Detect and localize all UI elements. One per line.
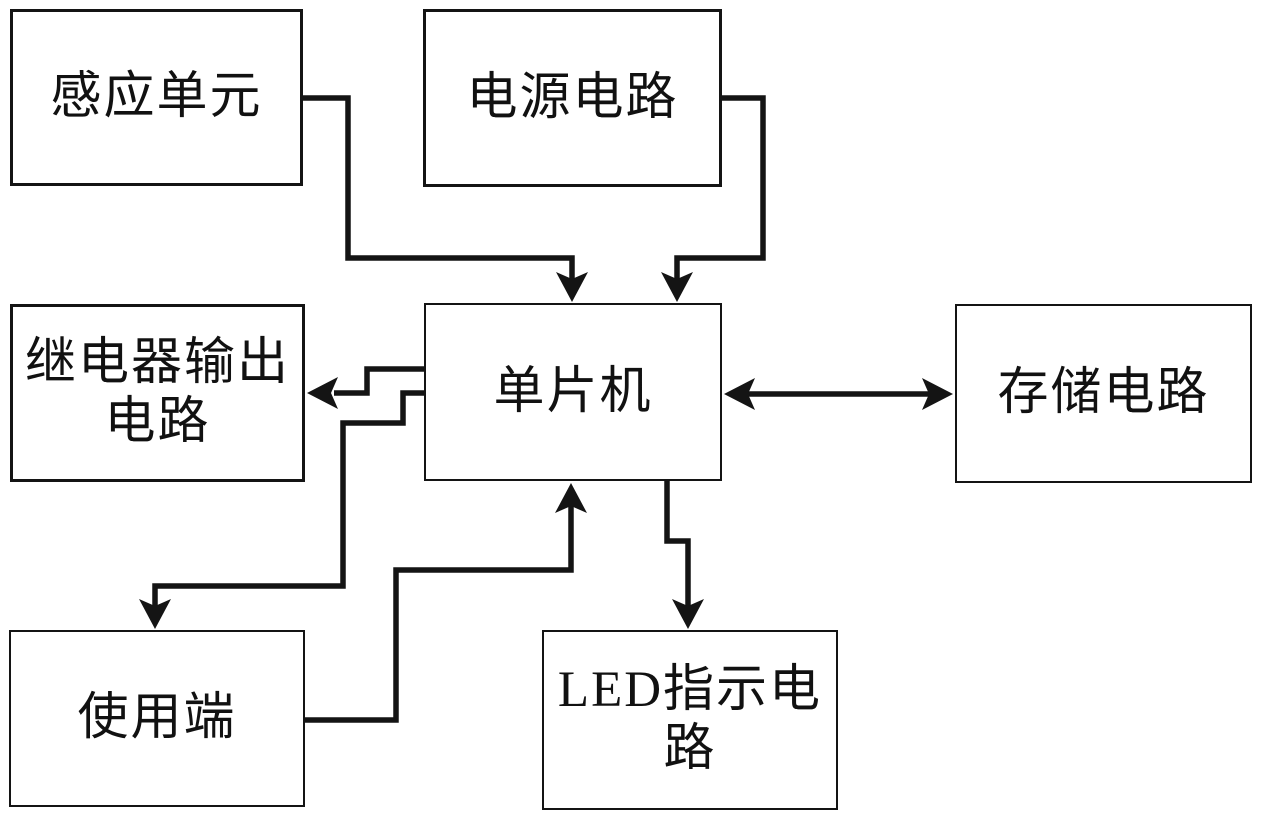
edge-mcu-storage-right-arrowhead-icon <box>922 378 953 410</box>
node-storage-circuit-label: 存储电路 <box>997 365 1210 422</box>
edge-user-to-mcu-arrowhead-icon <box>555 483 587 513</box>
edge-mcu-storage-left-arrowhead-icon <box>724 378 755 410</box>
edge-mcu-to-user <box>139 390 424 629</box>
node-sensing-unit: 感应单元 <box>10 9 303 186</box>
edge-mcu-to-relay-path <box>334 366 424 396</box>
edge-user-to-mcu <box>305 483 587 723</box>
node-mcu: 单片机 <box>424 303 722 481</box>
edge-power-to-mcu-arrowhead-icon <box>661 272 693 302</box>
edge-power-to-mcu <box>661 95 766 302</box>
edge-mcu-to-led <box>664 481 704 629</box>
edge-mcu-to-relay <box>307 366 424 409</box>
edge-sensing-to-mcu-path <box>303 95 575 281</box>
edge-sensing-to-mcu <box>303 95 588 302</box>
edge-mcu-to-user-path <box>152 390 424 608</box>
node-power-circuit-label: 电源电路 <box>466 69 679 126</box>
edge-mcu-to-led-path <box>664 481 691 608</box>
edge-power-to-mcu-path <box>674 95 766 281</box>
node-user-terminal: 使用端 <box>9 630 305 807</box>
node-relay-output-circuit: 继电器输出 电路 <box>10 304 305 482</box>
node-user-terminal-label: 使用端 <box>77 690 237 747</box>
node-mcu-label: 单片机 <box>493 363 653 420</box>
node-relay-output-circuit-label: 继电器输出 电路 <box>25 334 290 451</box>
node-storage-circuit: 存储电路 <box>955 304 1252 483</box>
node-led-indicator-circuit: LED指示电路 <box>542 630 838 810</box>
edge-user-to-mcu-path <box>305 504 574 723</box>
node-led-indicator-circuit-label: LED指示电路 <box>557 662 823 777</box>
node-power-circuit: 电源电路 <box>423 9 722 187</box>
edge-mcu-to-user-arrowhead-icon <box>139 599 171 629</box>
edge-mcu-to-led-arrowhead-icon <box>672 599 704 629</box>
node-relay-output-circuit-label-line2: 电路 <box>104 394 211 450</box>
edge-mcu-to-relay-arrowhead-icon <box>307 377 338 409</box>
node-relay-output-circuit-label-line1: 继电器输出 <box>24 335 290 392</box>
edge-sensing-to-mcu-arrowhead-icon <box>556 272 588 302</box>
node-sensing-unit-label: 感应单元 <box>50 69 263 126</box>
edge-mcu-storage-bidirectional <box>724 378 953 410</box>
